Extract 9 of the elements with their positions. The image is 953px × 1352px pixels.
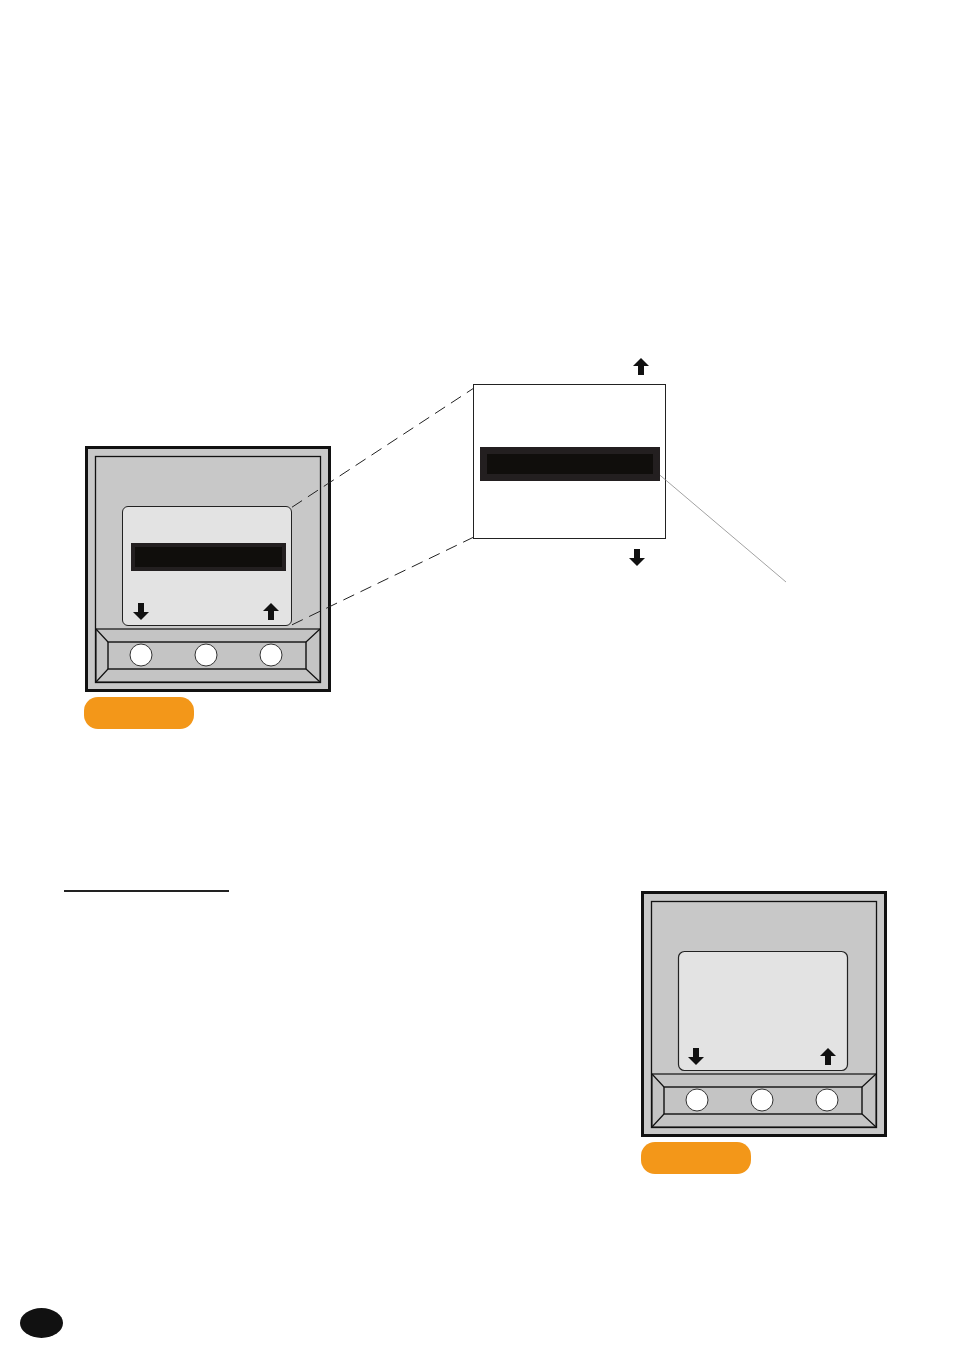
- screen-box: [122, 506, 292, 626]
- display-bar: [131, 543, 286, 571]
- projection-line: [291, 388, 474, 508]
- projection-line: [291, 536, 474, 626]
- screen-box: [473, 384, 666, 539]
- leader-line: [659, 474, 787, 583]
- tab-marker: [84, 697, 194, 729]
- display-bar: [480, 447, 660, 481]
- tab-marker: [641, 1142, 751, 1174]
